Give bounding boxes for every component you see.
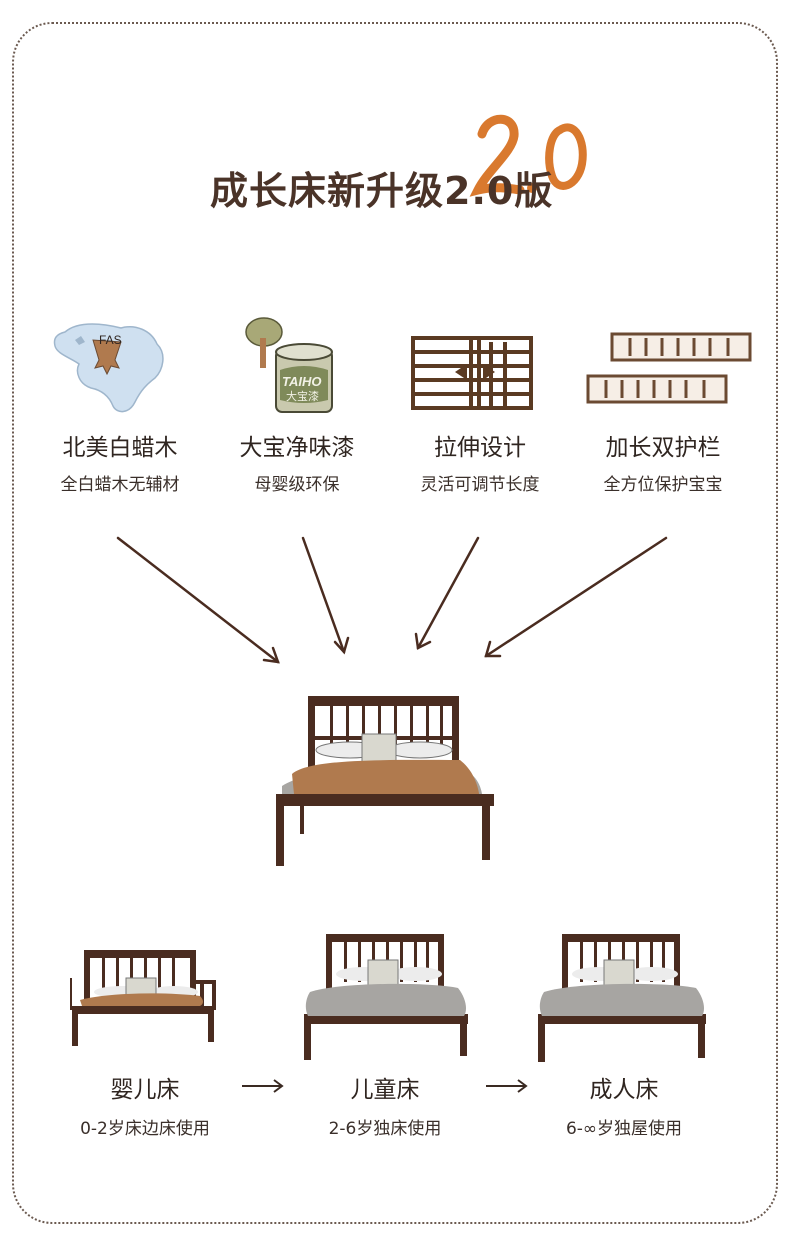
flow-arrow-icon [486, 1079, 528, 1093]
arrow-line [301, 536, 346, 654]
paint-can-icon: TAIHO 大宝漆 [212, 310, 382, 420]
dabao-label: 大宝漆 [286, 389, 319, 403]
feature-wood: FAS 北美白蜡木 全白蜡木无辅材 [35, 310, 205, 495]
baby-bed-illustration [70, 950, 216, 1046]
stage-adult: 成人床 6-∞岁独屋使用 [534, 1070, 714, 1139]
stage-desc: 6-∞岁独屋使用 [565, 1119, 683, 1139]
feature-paint: TAIHO 大宝漆 大宝净味漆 母婴级环保 [212, 310, 382, 495]
north-america-map-icon: FAS [35, 310, 205, 420]
feature-desc: 灵活可调节长度 [420, 475, 540, 495]
arrow-line [416, 536, 480, 650]
feature-desc: 母婴级环保 [254, 475, 340, 495]
handwritten-2-0-decoration [469, 114, 587, 197]
page-title: 成长床新升级2.0版 [210, 169, 554, 213]
feature-guardrail: 加长双护栏 全方位保护宝宝 [578, 310, 752, 495]
stage-desc: 0-2岁床边床使用 [80, 1119, 210, 1139]
feature-name: 北美白蜡木 [62, 435, 178, 461]
adult-bed-illustration [538, 934, 706, 1062]
arrow-line [484, 536, 668, 658]
taiho-label: TAIHO [282, 374, 321, 389]
child-bed-illustration [304, 934, 468, 1060]
fas-label: FAS [99, 333, 122, 347]
stage-name: 婴儿床 [110, 1077, 180, 1103]
feature-desc: 全方位保护宝宝 [603, 475, 723, 495]
extendable-bed-illustration [276, 696, 494, 866]
feature-name: 加长双护栏 [605, 435, 721, 461]
dotted-frame [12, 22, 778, 1224]
stage-name: 儿童床 [350, 1077, 420, 1103]
double-guardrail-icon [578, 310, 752, 420]
feature-extend: 拉伸设计 灵活可调节长度 [395, 310, 565, 495]
feature-name: 大宝净味漆 [239, 435, 355, 461]
stage-child: 儿童床 2-6岁独床使用 [295, 1070, 475, 1139]
converging-arrows [116, 536, 668, 664]
arrow-line [116, 536, 280, 664]
stage-name: 成人床 [589, 1077, 659, 1103]
flow-arrow-icon [242, 1079, 284, 1093]
header: 成长床新升级2.0版 [0, 114, 790, 220]
extendable-frame-icon [395, 310, 565, 420]
feature-desc: 全白蜡木无辅材 [60, 475, 180, 495]
feature-name: 拉伸设计 [434, 435, 526, 461]
stage-baby: 婴儿床 0-2岁床边床使用 [55, 1070, 235, 1139]
stage-desc: 2-6岁独床使用 [328, 1119, 442, 1139]
